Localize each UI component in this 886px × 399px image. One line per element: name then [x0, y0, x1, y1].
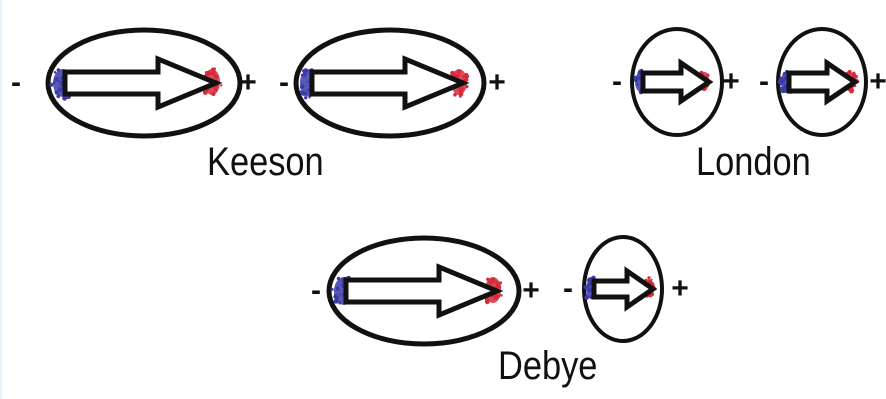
- dipole-arrow: [591, 266, 658, 312]
- negative-sign: -: [563, 272, 573, 305]
- debye-label: Debye: [498, 344, 598, 388]
- dipole-arrow: [786, 58, 860, 106]
- keeson-dipole-2: [293, 27, 487, 139]
- london-label: London: [696, 140, 811, 184]
- dipole-arrow: [62, 55, 223, 111]
- keeson-dipole-1: [45, 27, 243, 139]
- positive-sign: +: [488, 66, 506, 99]
- negative-sign: -: [759, 65, 769, 98]
- debye-permanent-dipole: [326, 235, 522, 347]
- positive-sign: +: [522, 274, 540, 307]
- positive-sign: +: [671, 272, 689, 305]
- molecule-outline: [630, 27, 724, 137]
- london-dipole-2: [776, 27, 868, 137]
- negative-sign: -: [279, 66, 289, 99]
- positive-sign: +: [869, 65, 886, 98]
- molecule-outline: [293, 27, 487, 139]
- debye-induced-dipole: [582, 235, 664, 343]
- molecule-outline: [582, 235, 664, 343]
- negative-sign: -: [311, 274, 321, 307]
- dipole-arrow: [343, 263, 504, 319]
- keeson-label: Keeson: [207, 140, 324, 184]
- negative-sign: -: [11, 66, 21, 99]
- molecule-outline: [326, 235, 522, 347]
- dipole-arrow: [309, 55, 470, 111]
- left-edge-line: [0, 0, 2, 399]
- molecule-outline: [45, 27, 243, 139]
- positive-sign: +: [722, 65, 740, 98]
- dipole-arrow: [640, 58, 714, 106]
- negative-sign: -: [612, 65, 622, 98]
- positive-sign: +: [239, 66, 257, 99]
- london-dipole-1: [630, 27, 724, 137]
